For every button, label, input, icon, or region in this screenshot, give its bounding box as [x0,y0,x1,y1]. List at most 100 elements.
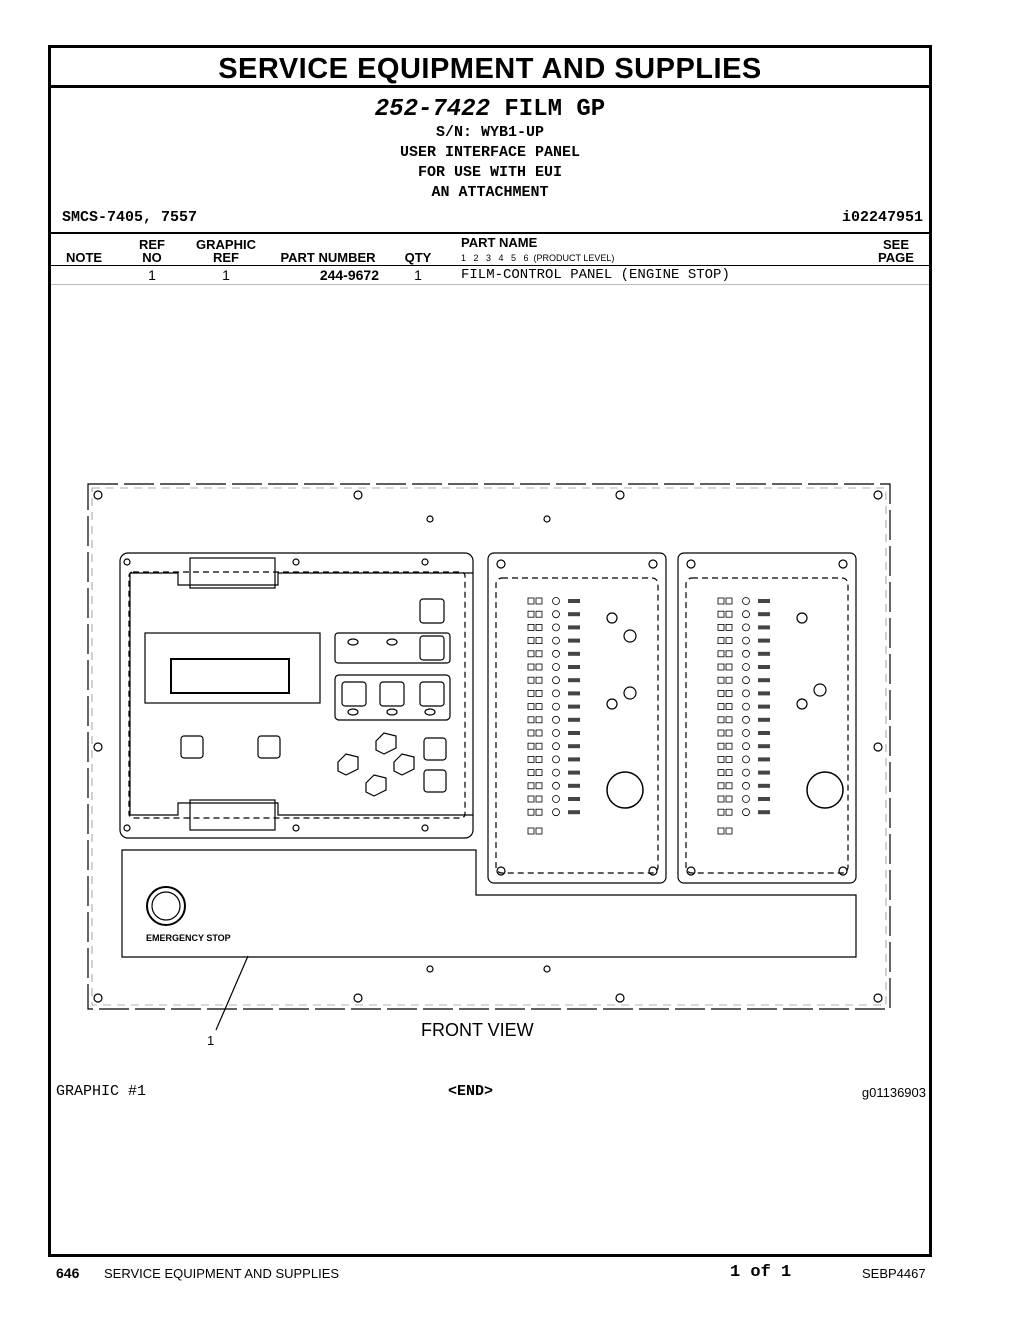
indicator-symbol-icon [742,610,750,619]
header-rule [51,265,929,266]
indicator-legend [758,704,770,709]
indicator-legend [758,770,770,775]
indicator-symbol-icon [552,755,560,764]
indicator-lamp [527,808,535,816]
indicator-lamp [717,597,725,605]
indicator-legend [758,810,770,815]
indicator-lamp [535,716,543,724]
indicator-lamp [535,795,543,803]
description-line-3: AN ATTACHMENT [431,184,549,201]
indicator-legend [758,638,770,643]
indicator-lamp [527,663,535,671]
indicator-symbol-icon [552,729,560,737]
indicator-legend [568,810,580,815]
indicator-lamp [535,769,543,777]
indicator-symbol-icon [742,623,750,632]
indicator-legend [758,744,770,749]
indicator-lamp [535,637,543,645]
indicator-lamp [535,782,543,790]
indicator-legend [568,625,580,630]
indicator-symbol-icon [552,702,560,711]
header-qty: QTY [404,250,432,265]
indicator-lamp [527,650,535,658]
indicator-lamp [535,610,543,618]
indicator-symbol-icon [742,649,750,658]
lower-panel [121,849,857,958]
indicator-symbol-icon [742,636,750,645]
indicator-lamp [527,637,535,645]
indicator-legend [758,717,770,722]
indicator-symbol-icon [742,663,750,671]
header-part-number: PART NUMBER [280,250,376,265]
panel-plate-outline [87,483,891,1010]
indicator-lamp [717,769,725,777]
indicator-symbol-icon [742,742,750,751]
end-marker: <END> [448,1083,494,1100]
header-graphic-top: GRAPHIC [196,237,256,252]
indicator-lamp [725,782,733,790]
indicator-legend [758,599,770,603]
indicator-symbol-icon [742,781,750,790]
indicator-lamp [725,676,733,684]
indicator-lamp [535,729,543,737]
indicator-legend [568,770,580,775]
indicator-legend [568,717,580,722]
indicator-legend [568,783,580,788]
indicator-lamp [717,716,725,724]
controller-module [119,552,474,839]
indicator-lamp [717,782,725,790]
indicator-lamp [527,782,535,790]
indicator-legend [758,797,770,801]
indicator-lamp [717,663,725,671]
indicator-lamp [717,623,725,631]
panel-diagram: EMERGENCY STOP FRONT VIEW 1 [87,483,891,1048]
emergency-stop-button [146,886,186,926]
annunciator-panel-right [677,552,857,884]
indicator-legend [568,651,580,656]
group-number: 252-7422 [374,96,490,123]
indicator-symbol-icon [552,808,560,817]
indicator-lamp [725,663,733,671]
indicator-lamp [717,689,725,697]
header-see-bottom: PAGE [878,250,914,265]
indicator-legend [758,757,770,762]
indicator-lamp [725,689,733,697]
indicator-lamp [535,703,543,711]
annunciator-indicators [527,597,770,835]
mounting-holes [93,490,883,1003]
indicator-lamp [717,827,725,835]
indicator-symbol-icon [552,689,560,698]
callout-number: 1 [207,1033,214,1048]
indicator-lamp [717,650,725,658]
indicator-legend [568,757,580,762]
indicator-lamp [725,703,733,711]
indicator-lamp [535,650,543,658]
diagram-caption: FRONT VIEW [421,1020,534,1040]
page-title: SERVICE EQUIPMENT AND SUPPLIES [51,48,929,88]
indicator-lamp [535,755,543,763]
graphic-label: GRAPHIC #1 [56,1083,147,1100]
indicator-legend [568,678,580,683]
indicator-lamp [535,597,543,605]
row-part-number: 244-9672 [319,267,379,283]
header-part-name: PART NAME [461,235,538,250]
indicator-symbol-icon [552,781,560,790]
header-ref-bottom: NO [142,250,162,265]
indicator-legend [568,744,580,749]
indicator-legend [568,665,580,669]
indicator-lamp [725,610,733,618]
indicator-lamp [527,795,535,803]
indicator-symbol-icon [552,623,560,632]
description-line-1: USER INTERFACE PANEL [399,144,581,161]
indicator-lamp [717,795,725,803]
illustration-id: i02247951 [841,209,923,226]
lcd-screen [170,658,290,694]
indicator-lamp [527,729,535,737]
indicator-lamp [527,716,535,724]
indicator-lamp [527,827,535,835]
indicator-lamp [717,703,725,711]
indicator-symbol-icon [742,702,750,711]
indicator-lamp [725,597,733,605]
indicator-lamp [717,637,725,645]
indicator-lamp [717,610,725,618]
